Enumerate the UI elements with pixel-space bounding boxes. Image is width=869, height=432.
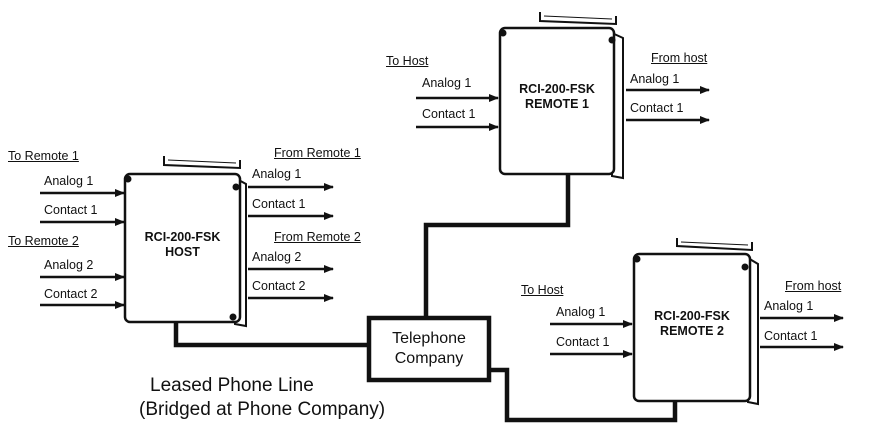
remote2-signal-arrows bbox=[550, 314, 844, 358]
remote1-enclosure bbox=[498, 12, 624, 180]
host-input-analog1-label: Analog 1 bbox=[44, 174, 94, 188]
remote2-to-host-heading: To Host bbox=[521, 283, 564, 297]
remote2-output-analog1-label: Analog 1 bbox=[764, 299, 814, 313]
host-output-analog1-label: Analog 1 bbox=[252, 167, 302, 181]
host-from-remote1-heading: From Remote 1 bbox=[274, 146, 361, 160]
remote2-input-contact1-label: Contact 1 bbox=[556, 335, 610, 349]
host-output-contact1-label: Contact 1 bbox=[252, 197, 306, 211]
host-signal-arrows bbox=[40, 183, 334, 309]
remote2-title: RCI-200-FSK REMOTE 2 bbox=[634, 309, 750, 339]
telephone-company-line2: Company bbox=[394, 350, 464, 367]
remote1-input-contact1-label: Contact 1 bbox=[422, 107, 476, 121]
host-from-remote2-heading: From Remote 2 bbox=[274, 230, 361, 244]
leased-line-caption-line1: Leased Phone Line bbox=[150, 375, 314, 396]
remote1-title: RCI-200-FSK REMOTE 1 bbox=[500, 82, 614, 112]
remote2-input-analog1-label: Analog 1 bbox=[556, 305, 606, 319]
remote1-to-host-heading: To Host bbox=[386, 54, 429, 68]
remote2-output-contact1-label: Contact 1 bbox=[764, 329, 818, 343]
remote1-output-contact1-label: Contact 1 bbox=[630, 101, 684, 115]
host-to-remote1-heading: To Remote 1 bbox=[8, 149, 79, 163]
telephone-company-line1: Telephone bbox=[392, 330, 466, 347]
remote1-from-host-heading: From host bbox=[651, 51, 708, 65]
host-to-remote2-heading: To Remote 2 bbox=[8, 234, 79, 248]
wire-phone-to-remote2 bbox=[489, 367, 678, 423]
host-title-role: HOST bbox=[165, 245, 200, 259]
remote1-title-model: RCI-200-FSK bbox=[519, 82, 595, 96]
remote1-output-analog1-label: Analog 1 bbox=[630, 72, 680, 86]
remote2-from-host-heading: From host bbox=[785, 279, 842, 293]
leased-line-caption-line2: (Bridged at Phone Company) bbox=[139, 399, 386, 420]
host-output-contact2-label: Contact 2 bbox=[252, 279, 306, 293]
host-input-contact2-label: Contact 2 bbox=[44, 287, 98, 301]
remote2-title-role: REMOTE 2 bbox=[660, 324, 724, 338]
wire-host-to-phone bbox=[173, 320, 369, 348]
telephone-company-label: Telephone Company bbox=[369, 329, 489, 369]
remote1-input-analog1-label: Analog 1 bbox=[422, 76, 472, 90]
host-title-model: RCI-200-FSK bbox=[144, 230, 221, 244]
leased-phone-line bbox=[173, 172, 678, 423]
host-output-analog2-label: Analog 2 bbox=[252, 250, 302, 264]
remote1-title-role: REMOTE 1 bbox=[525, 97, 589, 111]
host-enclosure bbox=[123, 156, 247, 328]
host-title: RCI-200-FSK HOST bbox=[125, 230, 240, 260]
remote2-title-model: RCI-200-FSK bbox=[654, 309, 730, 323]
remote2-enclosure bbox=[632, 238, 759, 406]
host-input-analog2-label: Analog 2 bbox=[44, 258, 94, 272]
telephone-company-box bbox=[366, 315, 492, 383]
remote1-signal-arrows bbox=[416, 86, 710, 131]
host-input-contact1-label: Contact 1 bbox=[44, 203, 98, 217]
wire-remote1-to-phone bbox=[423, 172, 571, 318]
